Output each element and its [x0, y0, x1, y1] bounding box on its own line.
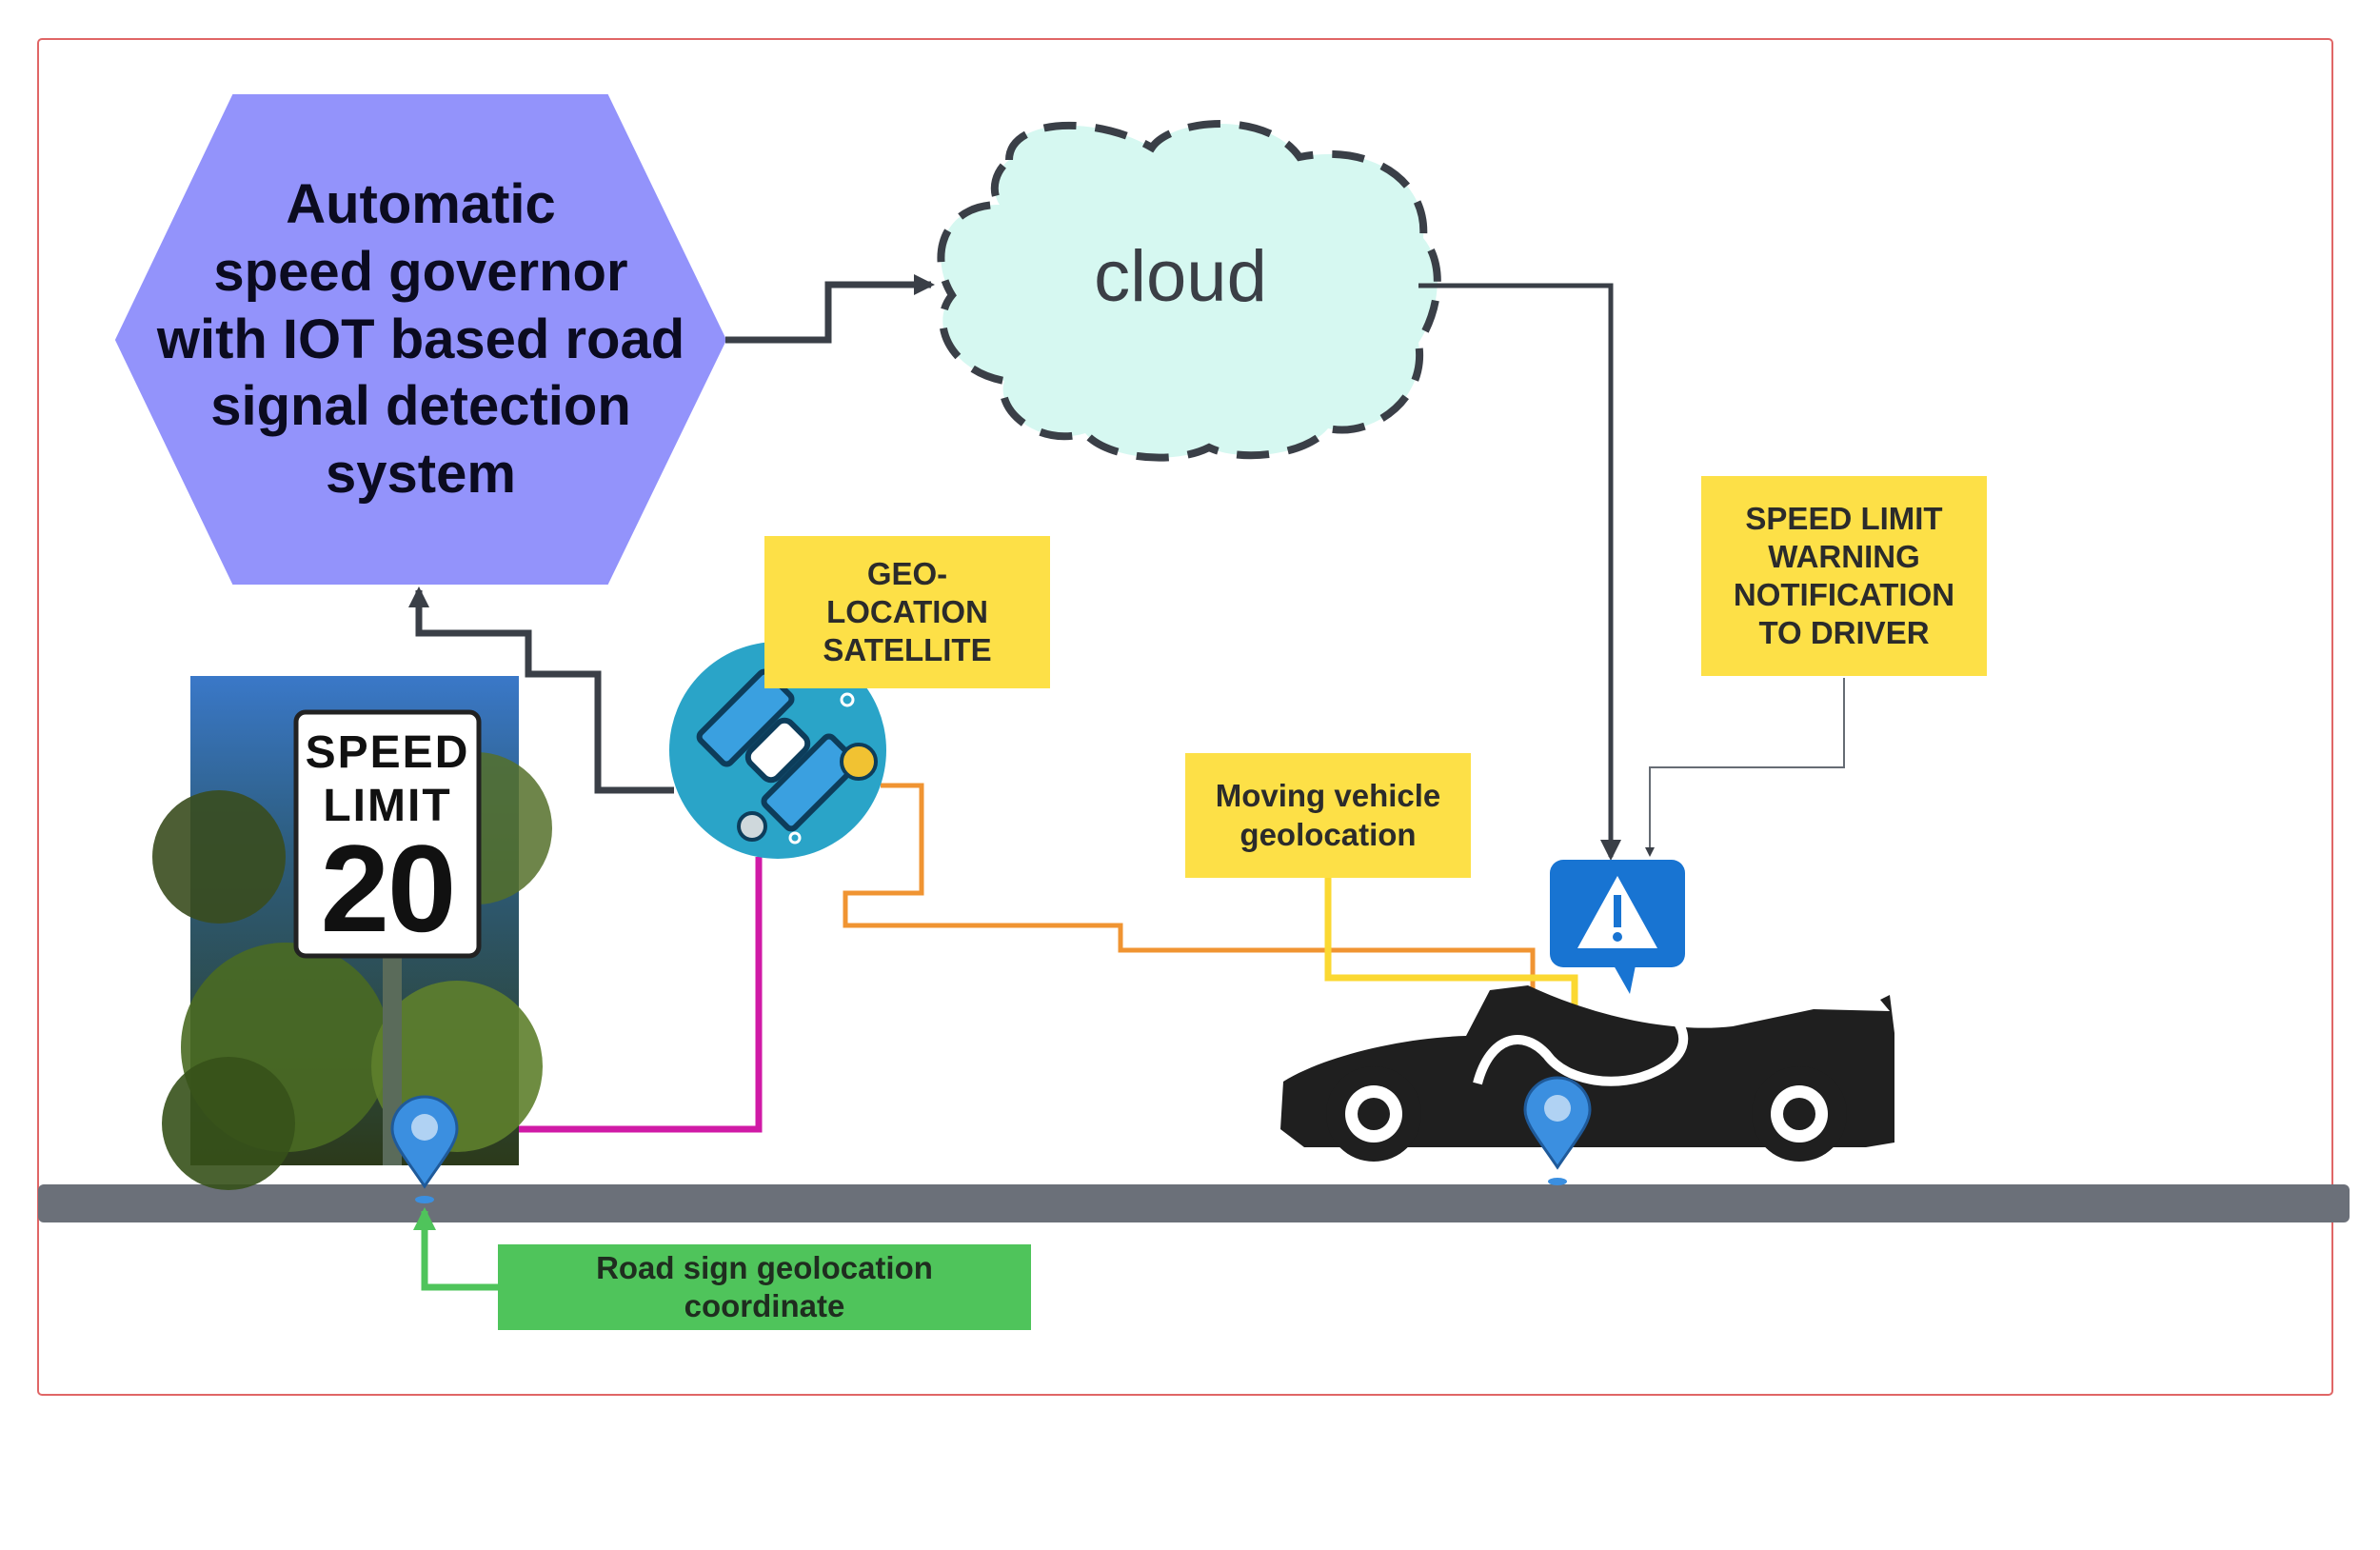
road — [38, 1184, 2350, 1222]
vehicle-geolocation-note: Moving vehicle geolocation — [1185, 753, 1471, 878]
connector-satellite-to-vehicle-pin — [843, 783, 1543, 1084]
connector-satellite-to-hexagon — [408, 586, 674, 794]
cloud-shape — [937, 120, 1441, 462]
system-hexagon — [114, 94, 727, 585]
connector-roadsign-note-to-pin — [413, 1207, 498, 1291]
cloud-label: cloud — [1094, 235, 1267, 317]
satellite-icon — [669, 642, 886, 859]
map-pin-icon — [390, 1095, 459, 1203]
connector-cloud-to-warning — [1418, 283, 1621, 861]
connector-satellite-to-roadsign-pin — [461, 857, 763, 1141]
map-pin-icon — [1523, 1076, 1592, 1185]
road-sign-geolocation-note: Road sign geolocation coordinate — [498, 1244, 1031, 1330]
system-title: Automatic speed governor with IOT based … — [156, 173, 685, 506]
connector-hexagon-to-cloud — [725, 274, 935, 344]
connector-note-to-warning — [1645, 678, 1845, 857]
speed-limit-sign-photo — [152, 676, 552, 1190]
sign-speed-text: SPEED — [305, 726, 470, 778]
geo-satellite-note: GEO-LOCATION SATELLITE — [764, 536, 1050, 688]
sign-number: 20 — [320, 819, 457, 958]
speed-warning-note: SPEED LIMIT WARNING NOTIFICATION TO DRIV… — [1701, 476, 1987, 676]
car-icon — [1280, 985, 1894, 1162]
outer-frame — [37, 38, 2333, 1396]
sign-limit-text: LIMIT — [323, 780, 452, 831]
warning-icon — [1550, 860, 1685, 994]
